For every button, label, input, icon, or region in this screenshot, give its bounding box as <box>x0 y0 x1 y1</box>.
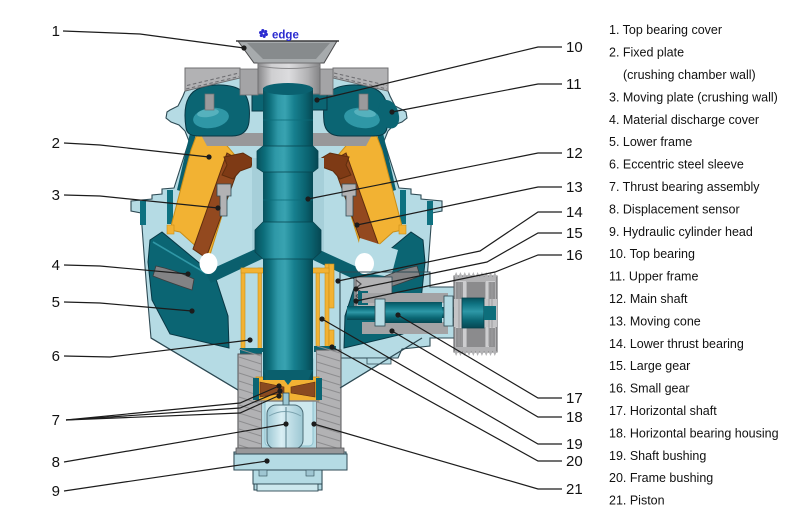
svg-text:10. Top bearing: 10. Top bearing <box>609 247 695 261</box>
svg-text:6: 6 <box>52 348 60 365</box>
svg-text:16: 16 <box>566 247 583 264</box>
svg-text:15: 15 <box>566 225 583 242</box>
svg-text:16. Small gear: 16. Small gear <box>609 382 690 396</box>
svg-text:5: 5 <box>52 294 60 311</box>
svg-text:19: 19 <box>566 436 583 453</box>
svg-text:7. Thrust bearing assembly: 7. Thrust bearing assembly <box>609 180 760 194</box>
svg-text:1. Top bearing cover: 1. Top bearing cover <box>609 23 722 37</box>
svg-text:17. Horizontal shaft: 17. Horizontal shaft <box>609 404 717 418</box>
svg-text:6. Eccentric steel sleeve: 6. Eccentric steel sleeve <box>609 158 744 172</box>
svg-text:1: 1 <box>52 23 60 40</box>
svg-text:9. Hydraulic cylinder head: 9. Hydraulic cylinder head <box>609 225 753 239</box>
svg-text:20. Frame bushing: 20. Frame bushing <box>609 471 713 485</box>
svg-text:(crushing chamber wall): (crushing chamber wall) <box>623 68 756 82</box>
svg-text:10: 10 <box>566 39 583 56</box>
svg-text:edge: edge <box>272 30 299 42</box>
svg-text:3. Moving plate (crushing wall: 3. Moving plate (crushing wall) <box>609 90 778 104</box>
svg-text:13: 13 <box>566 179 583 196</box>
svg-text:14: 14 <box>566 204 583 221</box>
svg-text:20: 20 <box>566 453 583 470</box>
svg-text:7: 7 <box>52 412 60 429</box>
svg-text:4: 4 <box>52 257 60 274</box>
svg-text:3: 3 <box>52 187 60 204</box>
svg-text:9: 9 <box>52 483 60 500</box>
svg-text:18: 18 <box>566 409 583 426</box>
svg-text:8. Displacement sensor: 8. Displacement sensor <box>609 202 740 216</box>
svg-text:21. Piston: 21. Piston <box>609 494 665 508</box>
svg-text:14. Lower thrust bearing: 14. Lower thrust bearing <box>609 337 744 351</box>
svg-text:11: 11 <box>566 76 582 93</box>
svg-text:8: 8 <box>52 454 60 471</box>
svg-text:17: 17 <box>566 390 583 407</box>
svg-text:4. Material discharge cover: 4. Material discharge cover <box>609 113 759 127</box>
svg-text:12. Main shaft: 12. Main shaft <box>609 292 688 306</box>
svg-text:2. Fixed plate: 2. Fixed plate <box>609 46 684 60</box>
svg-text:5. Lower frame: 5. Lower frame <box>609 135 692 149</box>
svg-text:12: 12 <box>566 145 583 162</box>
svg-text:13. Moving cone: 13. Moving cone <box>609 314 701 328</box>
svg-text:2: 2 <box>52 135 60 152</box>
svg-text:11. Upper frame: 11. Upper frame <box>609 270 698 284</box>
svg-text:19. Shaft bushing: 19. Shaft bushing <box>609 449 706 463</box>
svg-text:15. Large gear: 15. Large gear <box>609 359 690 373</box>
svg-text:18. Horizontal bearing housing: 18. Horizontal bearing housing <box>609 426 779 440</box>
svg-text:21: 21 <box>566 481 583 498</box>
